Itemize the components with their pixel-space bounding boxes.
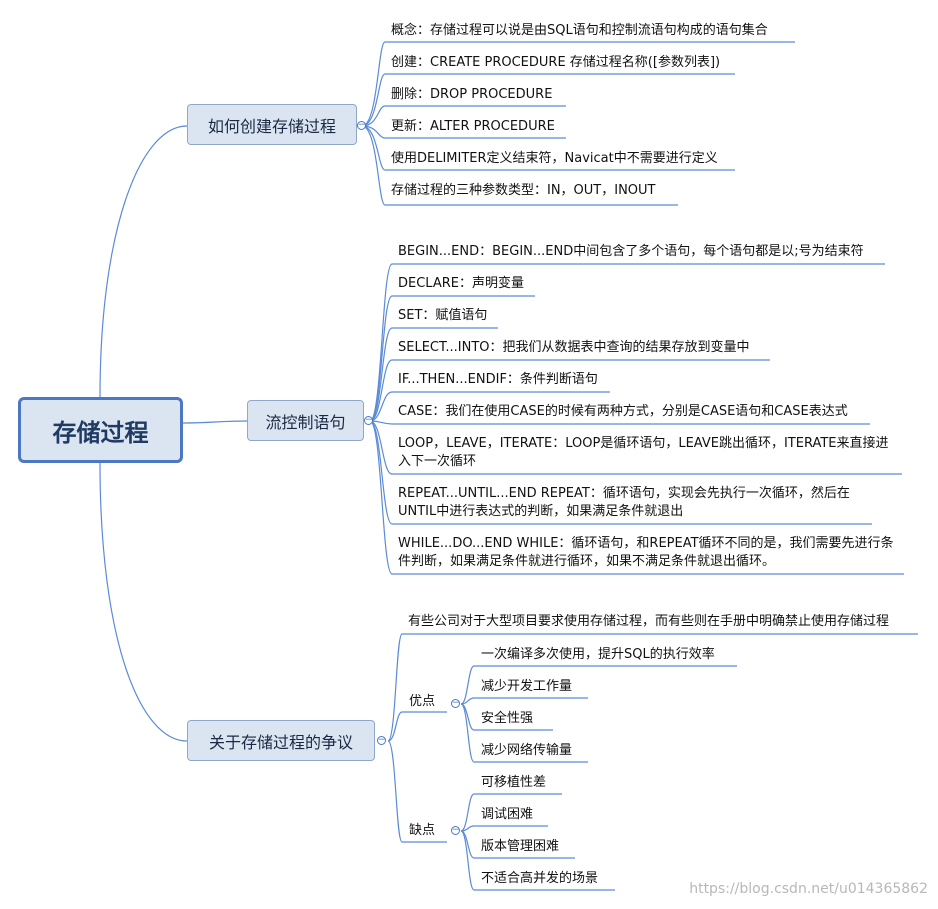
collapse-icon[interactable]: −: [451, 698, 460, 708]
pro-item[interactable]: 减少网络传输量: [481, 743, 573, 758]
pros-node[interactable]: 优点: [409, 694, 436, 709]
branch-create[interactable]: 如何创建存储过程: [187, 104, 357, 145]
leaf-declare[interactable]: DECLARE：声明变量: [398, 276, 524, 291]
leaf-drop[interactable]: 删除：DROP PROCEDURE: [391, 87, 553, 102]
leaf-while[interactable]: WHILE...DO...END WHILE：循环语句，和REPEAT循环不同的…: [398, 536, 894, 569]
watermark: https://blog.csdn.net/u014365862: [689, 881, 928, 897]
con-item[interactable]: 可移植性差: [481, 775, 547, 790]
con-item[interactable]: 不适合高并发的场景: [481, 871, 599, 886]
leaf-if-then[interactable]: IF...THEN...ENDIF：条件判断语句: [398, 372, 598, 387]
con-item[interactable]: 调试困难: [481, 807, 534, 822]
leaf-create[interactable]: 创建：CREATE PROCEDURE 存储过程名称([参数列表]): [391, 55, 721, 70]
leaf-set[interactable]: SET：赋值语句: [398, 308, 488, 323]
pro-item[interactable]: 安全性强: [481, 711, 534, 726]
collapse-icon[interactable]: −: [377, 735, 386, 745]
collapse-icon[interactable]: −: [357, 120, 366, 130]
collapse-icon[interactable]: −: [451, 825, 460, 835]
leaf-alter[interactable]: 更新：ALTER PROCEDURE: [391, 119, 555, 134]
branch-controversy[interactable]: 关于存储过程的争议: [187, 720, 375, 761]
pro-item[interactable]: 一次编译多次使用，提升SQL的执行效率: [481, 647, 715, 662]
leaf-case[interactable]: CASE：我们在使用CASE的时候有两种方式，分别是CASE语句和CASE表达式: [398, 404, 848, 419]
cons-node[interactable]: 缺点: [409, 823, 436, 838]
pro-item[interactable]: 减少开发工作量: [481, 679, 573, 694]
leaf-select-into[interactable]: SELECT...INTO：把我们从数据表中查询的结果存放到变量中: [398, 340, 750, 355]
leaf-concept[interactable]: 概念：存储过程可以说是由SQL语句和控制流语句构成的语句集合: [391, 23, 768, 38]
branch-flow-control[interactable]: 流控制语句: [247, 400, 364, 441]
leaf-param-types[interactable]: 存储过程的三种参数类型：IN，OUT，INOUT: [391, 183, 656, 198]
root-node[interactable]: 存储过程: [18, 397, 183, 463]
leaf-note[interactable]: 有些公司对于大型项目要求使用存储过程，而有些则在手册中明确禁止使用存储过程: [408, 614, 890, 629]
leaf-loop[interactable]: LOOP，LEAVE，ITERATE：LOOP是循环语句，LEAVE跳出循环，I…: [398, 436, 889, 469]
leaf-delimiter[interactable]: 使用DELIMITER定义结束符，Navicat中不需要进行定义: [391, 151, 718, 166]
leaf-begin-end[interactable]: BEGIN...END：BEGIN...END中间包含了多个语句，每个语句都是以…: [398, 244, 864, 259]
con-item[interactable]: 版本管理困难: [481, 839, 560, 854]
leaf-repeat[interactable]: REPEAT...UNTIL...END REPEAT：循环语句，实现会先执行一…: [398, 486, 850, 519]
collapse-icon[interactable]: −: [364, 415, 373, 425]
